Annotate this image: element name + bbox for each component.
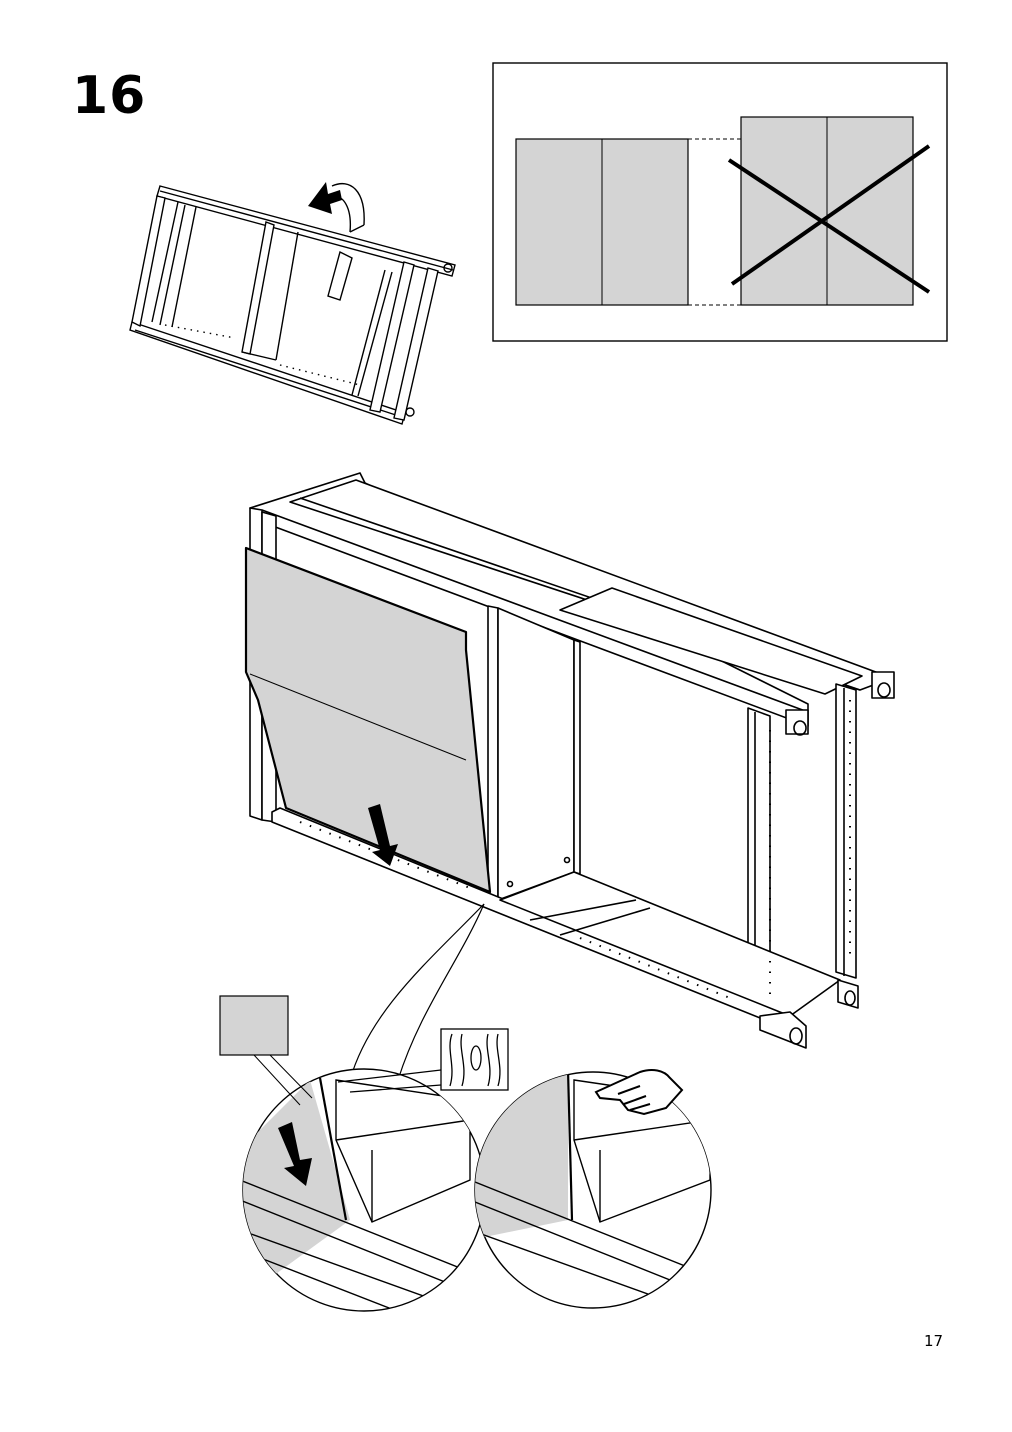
back-panel: [244, 546, 492, 894]
finger-press-icon: [594, 1069, 684, 1116]
page-number: 17: [924, 1332, 944, 1350]
panel-orientation-wrong-icon: [727, 116, 931, 306]
orientation-guide-box: [492, 62, 948, 342]
flip-over-arrow-icon: [308, 182, 342, 214]
panel-orientation-correct-icon: [515, 138, 689, 306]
down-arrow-icon: [368, 804, 398, 866]
detail-circle-result: [474, 1071, 712, 1309]
down-arrow-icon: [278, 1122, 312, 1186]
wood-grain-icon: [337, 1028, 509, 1093]
panel-swatch: [219, 995, 313, 1106]
small-frame-flip: [129, 182, 456, 425]
step-number: 16: [72, 66, 147, 126]
detail-circle-insert: [242, 1068, 486, 1312]
main-frame: [249, 472, 895, 1049]
